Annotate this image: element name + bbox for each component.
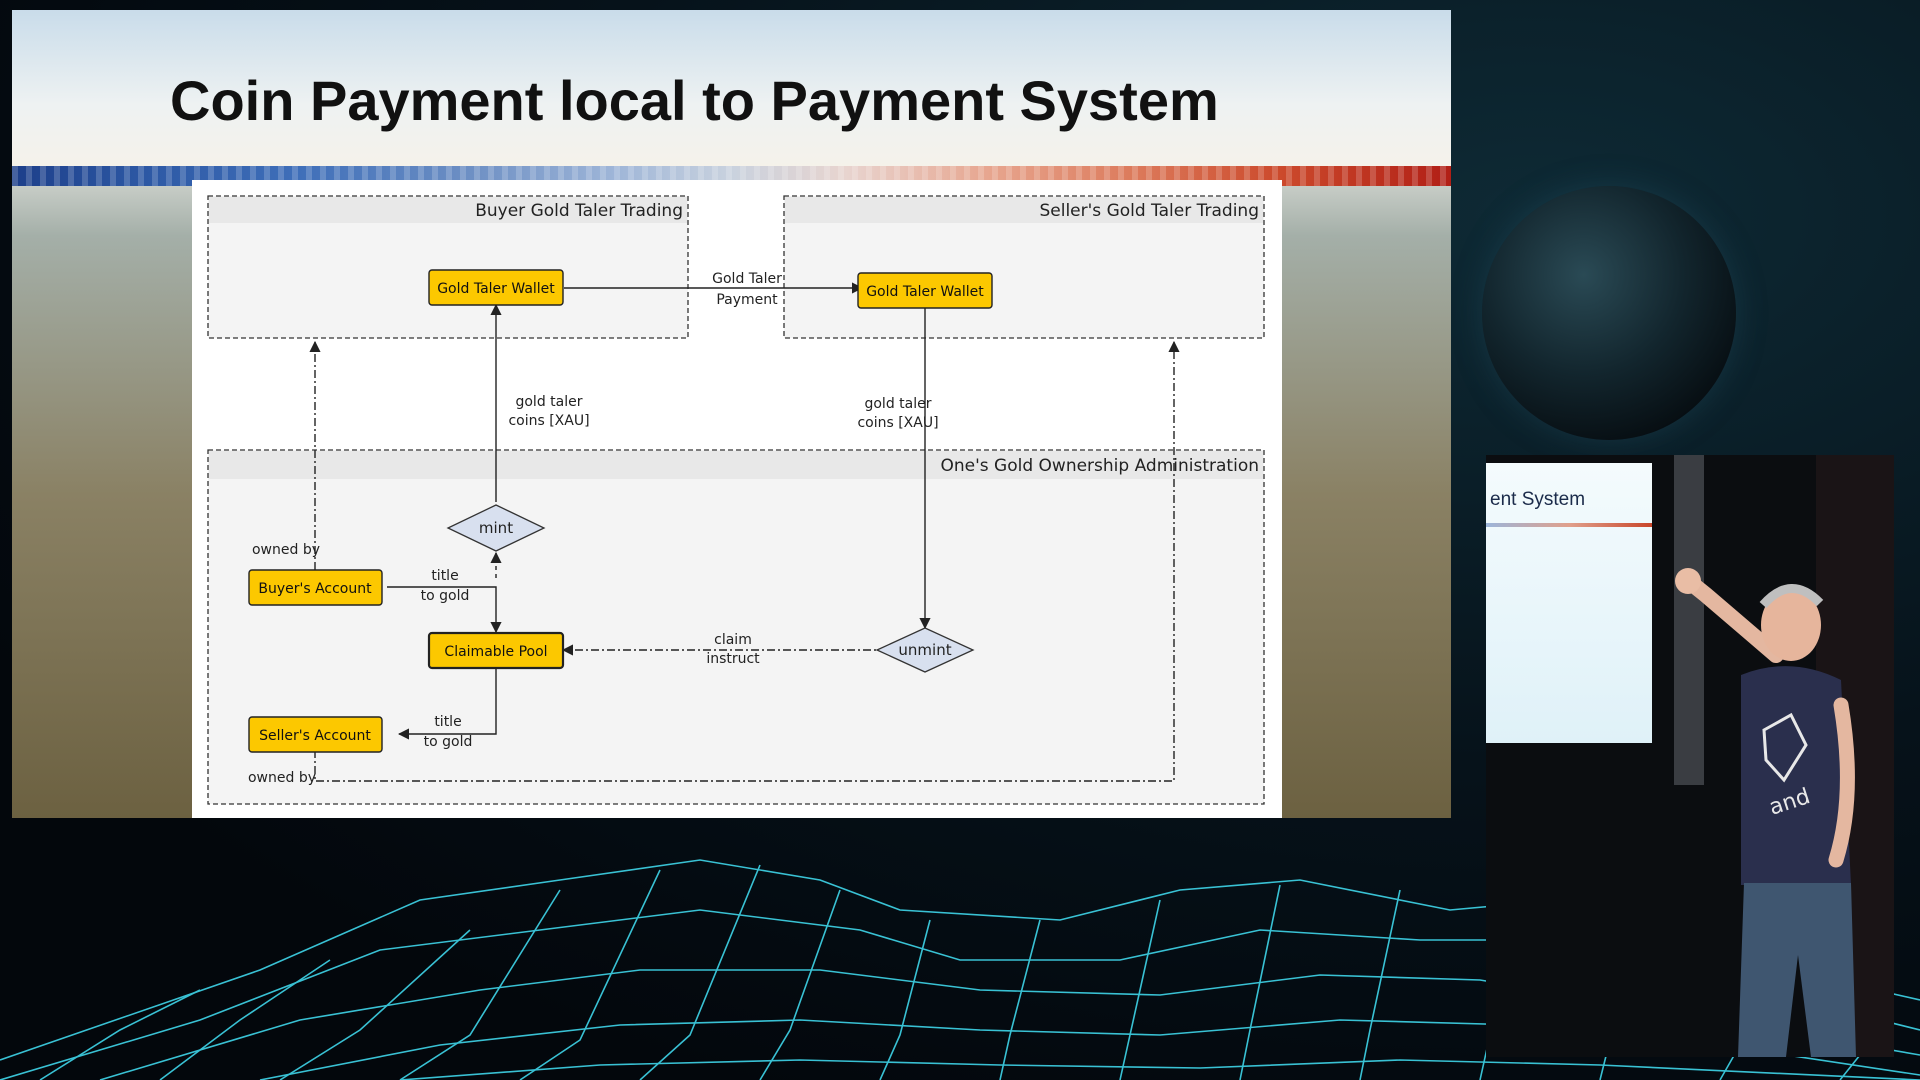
edge-title-buyer <box>387 586 502 634</box>
slide-header-background <box>12 10 1451 168</box>
group-ownership-admin: One's Gold Ownership Administration <box>207 449 1265 805</box>
group-label-seller: Seller's Gold Taler Trading <box>1039 201 1259 221</box>
label-claim-1: claim <box>714 632 752 648</box>
node-mint-label: mint <box>479 519 513 537</box>
label-owned-by-top: owned by <box>252 542 320 558</box>
slide-title: Coin Payment local to Payment System <box>170 69 1219 132</box>
group-label-admin: One's Gold Ownership Administration <box>941 456 1260 476</box>
label-owned-by-bottom: owned by <box>248 770 316 786</box>
node-buyers-account-label: Buyer's Account <box>258 581 372 597</box>
edge-owned-by-seller <box>314 340 1180 782</box>
planet-backdrop <box>1482 186 1736 440</box>
node-sellers-account-label: Seller's Account <box>259 728 371 744</box>
inset-screen-title: ent System <box>1490 489 1586 510</box>
node-buyer-wallet: Gold Taler Wallet <box>428 269 564 306</box>
node-claimable-pool: Claimable Pool <box>427 631 565 670</box>
presenter-video-inset: ent System and <box>1486 455 1894 1057</box>
group-seller-trading: Seller's Gold Taler Trading <box>783 195 1265 339</box>
diagram-panel: Buyer Gold Taler Trading Seller's Gold T… <box>192 180 1282 818</box>
label-payment-1: Gold Taler <box>712 271 782 287</box>
node-mint: mint <box>446 504 546 552</box>
node-buyer-wallet-label: Gold Taler Wallet <box>437 281 555 297</box>
label-title-buyer-2: to gold <box>421 588 470 604</box>
node-unmint-label: unmint <box>898 641 951 659</box>
node-sellers-account: Seller's Account <box>248 716 383 753</box>
node-buyers-account: Buyer's Account <box>248 569 383 606</box>
group-label-buyer: Buyer Gold Taler Trading <box>475 201 683 221</box>
diagram-edges <box>309 282 1180 782</box>
label-coins-right-1: gold taler <box>864 396 931 412</box>
label-title-seller-2: to gold <box>424 734 473 750</box>
node-claimable-pool-label: Claimable Pool <box>444 644 547 660</box>
label-coins-left-2: coins [XAU] <box>508 413 589 429</box>
group-buyer-trading: Buyer Gold Taler Trading <box>207 195 689 339</box>
node-unmint: unmint <box>875 627 975 673</box>
flow-diagram: Buyer Gold Taler Trading Seller's Gold T… <box>207 195 1265 805</box>
label-title-seller-1: title <box>434 714 461 730</box>
inset-projector-screen: ent System <box>1486 463 1652 743</box>
label-coins-left-1: gold taler <box>515 394 582 410</box>
edge-title-seller <box>397 668 497 740</box>
label-payment-2: Payment <box>716 292 778 308</box>
label-coins-right-2: coins [XAU] <box>857 415 938 431</box>
label-title-buyer-1: title <box>431 568 458 584</box>
node-seller-wallet-label: Gold Taler Wallet <box>866 284 984 300</box>
inset-screen-stripe <box>1486 523 1652 527</box>
label-claim-2: instruct <box>706 651 760 667</box>
presenter-figure: and <box>1675 568 1856 1057</box>
inset-stage-pillar <box>1674 455 1704 785</box>
node-seller-wallet: Gold Taler Wallet <box>857 272 993 309</box>
presentation-slide: Coin Payment local to Payment System Buy… <box>12 10 1451 818</box>
